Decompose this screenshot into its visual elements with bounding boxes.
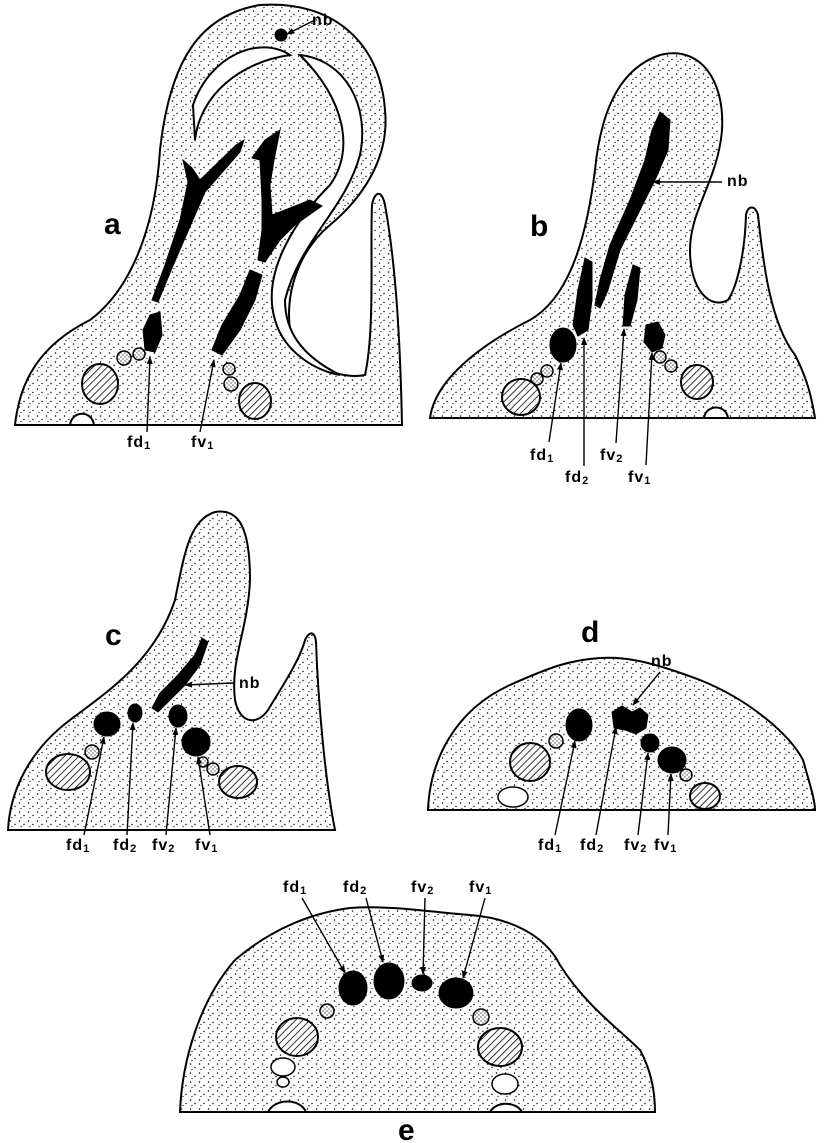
tissue-section-e bbox=[180, 907, 655, 1112]
label-fv1-e: fv1 bbox=[469, 879, 492, 897]
panel-letter-c: c bbox=[105, 619, 122, 652]
hatched-vessel bbox=[510, 743, 550, 781]
label-fd2-d: fd2 bbox=[580, 837, 604, 855]
label-fv2-d: fv2 bbox=[624, 837, 647, 855]
label-nb-d: nb bbox=[651, 653, 673, 670]
small-bundle bbox=[549, 734, 563, 748]
nerve-fd2-e bbox=[374, 963, 404, 999]
panel-d: d nb fd1 fd2 fv2 fv1 bbox=[428, 616, 815, 855]
nerve-fd1-e bbox=[339, 971, 367, 1005]
nerve-fd1-d bbox=[566, 709, 592, 741]
label-fv2-b: fv2 bbox=[600, 447, 623, 465]
label-nb-b: nb bbox=[727, 173, 749, 190]
panel-letter-e: e bbox=[398, 1114, 415, 1143]
label-fd2-b: fd2 bbox=[565, 469, 589, 487]
nerve-fv2-d bbox=[641, 734, 659, 752]
small-bundle bbox=[207, 763, 219, 775]
hatched-vessel bbox=[46, 754, 90, 790]
small-bundle bbox=[133, 348, 145, 360]
small-bundle bbox=[680, 769, 692, 781]
panel-b: b nb fd1 fd2 fv2 fv1 bbox=[430, 53, 815, 487]
label-fv2-c: fv2 bbox=[152, 837, 175, 855]
label-fd1-a: fd1 bbox=[127, 434, 151, 452]
label-fd1-c: fd1 bbox=[66, 837, 90, 855]
small-bundle bbox=[117, 351, 131, 365]
small-bundle bbox=[473, 1009, 489, 1025]
hatched-vessel bbox=[681, 365, 713, 399]
nerve-nb-a bbox=[275, 29, 287, 41]
nerve-fv2-c bbox=[169, 705, 187, 727]
panel-a: a nb fd1 fv1 bbox=[15, 5, 402, 452]
nerve-fd2-c bbox=[128, 704, 142, 722]
nerve-fd1-c bbox=[94, 712, 120, 736]
small-bundle bbox=[541, 365, 553, 377]
nerve-fv1-d bbox=[658, 747, 686, 773]
panel-e: e fd1 fd2 fv2 fv1 bbox=[180, 879, 655, 1143]
hatched-vessel bbox=[502, 379, 540, 415]
label-fv1-d: fv1 bbox=[654, 837, 677, 855]
open-space bbox=[498, 787, 528, 807]
hatched-vessel bbox=[219, 766, 257, 798]
label-nb-c: nb bbox=[239, 675, 261, 692]
label-fd1-b: fd1 bbox=[530, 447, 554, 465]
nerve-fv2-e bbox=[412, 975, 432, 991]
nerve-fv1-c bbox=[182, 728, 210, 756]
tissue-section-d bbox=[428, 658, 815, 810]
small-bundle bbox=[654, 351, 666, 363]
small-bundle bbox=[224, 377, 238, 391]
label-fv1-b: fv1 bbox=[628, 469, 651, 487]
label-fv1-c: fv1 bbox=[195, 837, 218, 855]
open-space bbox=[492, 1074, 518, 1094]
label-fd2-c: fd2 bbox=[113, 837, 137, 855]
label-fd1-d: fd1 bbox=[538, 837, 562, 855]
small-bundle bbox=[665, 360, 677, 372]
nerve-fd1-b bbox=[550, 328, 576, 362]
hatched-vessel bbox=[276, 1018, 318, 1056]
label-fd1-e: fd1 bbox=[283, 879, 307, 897]
label-fv1-a: fv1 bbox=[191, 434, 214, 452]
small-bundle bbox=[320, 1004, 334, 1018]
hatched-vessel bbox=[690, 783, 720, 809]
hatched-vessel bbox=[478, 1028, 522, 1066]
panel-letter-b: b bbox=[530, 210, 548, 243]
hatched-vessel bbox=[239, 383, 271, 419]
open-space bbox=[277, 1077, 289, 1087]
small-bundle bbox=[85, 745, 99, 759]
open-space bbox=[271, 1058, 295, 1076]
label-fd2-e: fd2 bbox=[343, 879, 367, 897]
panel-letter-a: a bbox=[104, 208, 121, 241]
label-fv2-e: fv2 bbox=[411, 879, 434, 897]
panel-c: c nb fd1 fd2 fv2 fv1 bbox=[8, 512, 335, 855]
nerve-fv1-e bbox=[439, 978, 473, 1008]
small-bundle bbox=[223, 363, 235, 375]
tissue-section-a bbox=[15, 5, 402, 425]
panel-letter-d: d bbox=[581, 616, 599, 649]
hatched-vessel bbox=[82, 364, 118, 404]
